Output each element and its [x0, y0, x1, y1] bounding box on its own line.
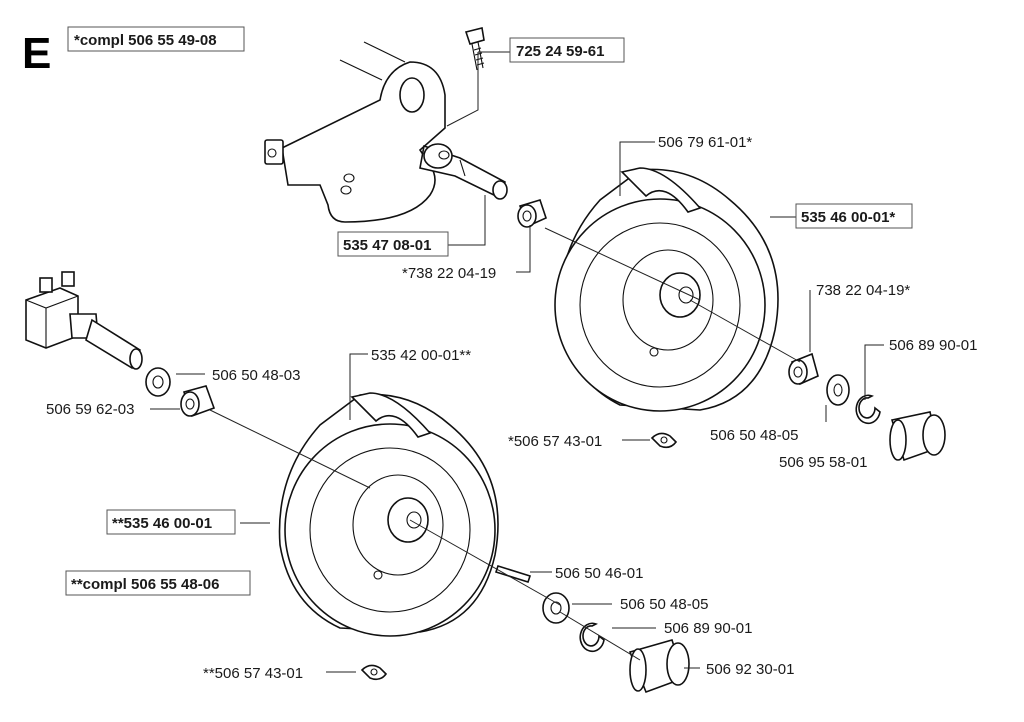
- label-compl-bottom: **compl 506 55 48-06: [71, 576, 219, 593]
- clip-bottom-left: [360, 664, 388, 681]
- label-washer-bottom: 506 50 48-05: [620, 596, 708, 613]
- clip-mid: [650, 432, 678, 449]
- label-wheel-top-hub: 506 79 61-01*: [658, 134, 752, 151]
- label-washer-left: 506 50 48-03: [212, 367, 300, 384]
- axle-shaft-left: [85, 318, 143, 370]
- label-wheel-bottom-tire: **535 46 00-01: [112, 515, 212, 532]
- label-compl-top: *compl 506 55 49-08: [74, 32, 217, 49]
- key-bottom: [494, 565, 532, 583]
- label-clip-bottom: 506 89 90-01: [664, 620, 752, 637]
- washer-top-right: [826, 374, 850, 406]
- cap-top-right: [889, 411, 946, 462]
- wheel-bottom: [278, 392, 499, 637]
- wheel-top: [554, 167, 779, 412]
- label-clip-top-right: 506 89 90-01: [889, 337, 977, 354]
- bracket-plate: [264, 41, 446, 223]
- washer-left: [145, 367, 171, 397]
- bolt: [464, 27, 485, 71]
- label-bolt: 725 24 59-61: [516, 43, 604, 60]
- clip-top-right: [855, 394, 881, 425]
- label-bushing-left: 506 59 62-03: [46, 401, 134, 418]
- label-wheel-top-tire: 535 46 00-01*: [801, 209, 895, 226]
- axle-shaft-top: [419, 143, 508, 200]
- section-letter: E: [22, 29, 51, 78]
- label-cap-bottom: 506 92 30-01: [706, 661, 794, 678]
- washer-bottom: [542, 592, 570, 624]
- clip-bottom: [579, 622, 605, 653]
- label-cap-top-right: 506 95 58-01: [779, 454, 867, 471]
- label-clip-bottom-left: **506 57 43-01: [203, 665, 303, 682]
- bushing-top: [517, 199, 547, 228]
- label-washer-top-right: 506 50 48-05: [710, 427, 798, 444]
- bushing-left: [180, 385, 216, 418]
- label-key-bottom: 506 50 46-01: [555, 565, 643, 582]
- label-bushing-top-right: 738 22 04-19*: [816, 282, 910, 299]
- label-axle-top: 535 47 08-01: [343, 237, 431, 254]
- cap-bottom: [628, 639, 690, 694]
- label-clip-mid: *506 57 43-01: [508, 433, 602, 450]
- leader-lines: [150, 51, 884, 673]
- label-bushing-top: *738 22 04-19: [402, 265, 496, 282]
- label-wheel-bottom-hub: 535 42 00-01**: [371, 347, 471, 364]
